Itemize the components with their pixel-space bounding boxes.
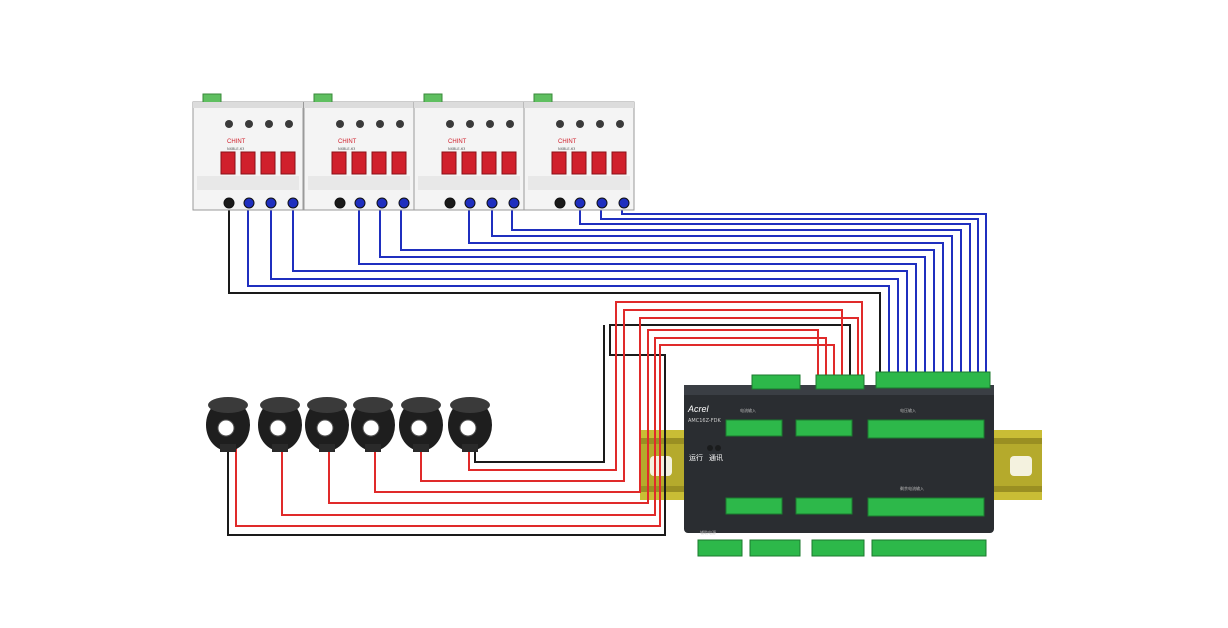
bottom-terminal-block-1 — [697, 539, 743, 557]
breaker-model: NXBLE-63 — [227, 147, 244, 151]
inner-terminal-e — [795, 497, 853, 515]
top-terminal-block-2 — [815, 374, 865, 390]
current-transformer-6 — [448, 397, 492, 452]
bottom-terminal-block-3 — [811, 539, 865, 557]
meter-aux-power-label: 辅助电源 — [700, 529, 716, 535]
meter-comm-label: 通讯 — [709, 453, 723, 462]
breaker-2: CHINT NXBLE-63 — [303, 93, 415, 211]
breaker-brand: CHINT — [448, 139, 467, 145]
meter-brand: Acrel — [687, 404, 710, 414]
current-transformer-5 — [399, 397, 443, 452]
neutral-wires — [227, 208, 881, 536]
meter-leakage-input-label: 剩余电流输入 — [900, 485, 924, 491]
inner-terminal-d — [725, 497, 783, 515]
breaker-model: NXBLE-63 — [448, 147, 465, 151]
current-transformer-group — [206, 397, 492, 452]
red-wires — [235, 301, 863, 527]
bottom-terminal-block-4 — [871, 539, 987, 557]
current-transformer-1 — [206, 397, 250, 452]
meter-voltage-input-label: 电压输入 — [900, 407, 916, 413]
current-transformer-3 — [305, 397, 349, 452]
breaker-group: CHINTNXBLE-63CHINTNXBLE-63CHINTNXBLE-63C… — [192, 93, 635, 211]
top-terminal-block-3 — [875, 371, 991, 389]
breaker-1: CHINT NXBLE-63 — [192, 93, 304, 211]
top-terminal-block-1 — [751, 374, 801, 390]
breaker-model: NXBLE-63 — [338, 147, 355, 151]
meter-current-input-label: 电流输入 — [740, 407, 756, 413]
ct-common-wire — [474, 325, 605, 463]
meter-run-label: 运行 — [689, 453, 703, 462]
inner-terminal-b — [795, 419, 853, 437]
bottom-terminal-block-2 — [749, 539, 801, 557]
blue-wires — [247, 205, 987, 375]
current-transformer-4 — [351, 397, 395, 452]
breaker-4: CHINT NXBLE-63 — [523, 93, 635, 211]
breaker-3: CHINT NXBLE-63 — [413, 93, 525, 211]
breaker-brand: CHINT — [227, 139, 246, 145]
breaker-brand: CHINT — [338, 139, 357, 145]
current-transformer-2 — [258, 397, 302, 452]
inner-terminal-f — [867, 497, 985, 517]
meter: Acrel AMC16Z-FDK 运行 通讯 电流输入 电压输入 剩余电流输入 … — [684, 371, 994, 557]
meter-model: AMC16Z-FDK — [688, 418, 721, 424]
breaker-brand: CHINT — [558, 139, 577, 145]
breaker-model: NXBLE-63 — [558, 147, 575, 151]
inner-terminal-a — [725, 419, 783, 437]
inner-terminal-c — [867, 419, 985, 439]
